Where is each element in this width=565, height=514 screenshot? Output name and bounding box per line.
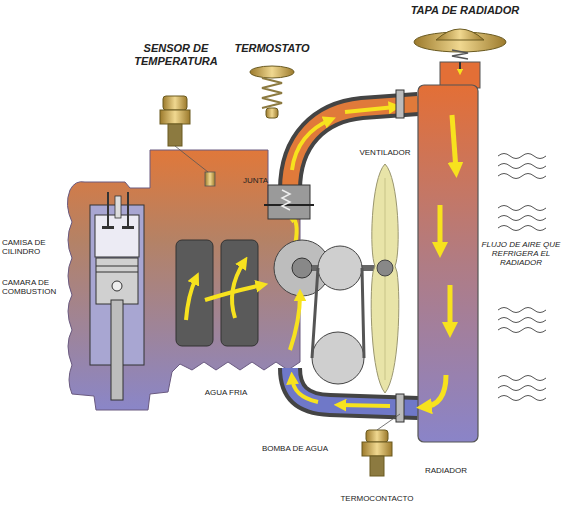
fan-blade: [371, 164, 399, 393]
part-label: CAMISA DE CILINDRO: [2, 238, 62, 256]
fan-shape: [355, 148, 415, 403]
piston-ring: [96, 272, 138, 273]
flow-arrow: [186, 278, 196, 320]
pump-hub: [292, 258, 312, 278]
drive-belt: [312, 268, 364, 358]
switch-thread: [370, 456, 384, 476]
part-label: TERMOCONTACTO: [334, 494, 420, 503]
part-label: BOMBA DE AGUA: [255, 444, 335, 453]
part-label: RADIADOR: [416, 466, 476, 475]
air-wave: [498, 308, 546, 333]
sensor-body: [163, 96, 187, 110]
valve-head: [122, 226, 134, 229]
air-wave: [498, 376, 546, 401]
radiator-neck: [440, 62, 480, 88]
pulley: [312, 332, 364, 384]
hose-clamp: [396, 90, 404, 118]
fan-hub: [377, 260, 393, 276]
thermostat-housing: [268, 185, 310, 219]
switch-body: [366, 430, 388, 442]
flow-arrow: [205, 285, 262, 300]
part-title: TAPA DE RADIADOR: [400, 4, 530, 17]
switch-leader: [377, 414, 400, 430]
part-title: TERMOSTATO: [227, 42, 317, 55]
air-wave: [498, 206, 546, 231]
engine-block: [67, 150, 300, 410]
thermostat-flange: [250, 66, 294, 78]
thermostat-coil: [262, 78, 282, 108]
note-label: FLUJO DE AIRE QUE REFRIGERA EL RADIADOR: [478, 240, 564, 268]
valve-head: [102, 226, 114, 229]
part-label: CAMARA DE COMBUSTION: [2, 278, 64, 296]
air-flow-waves: [498, 154, 546, 401]
flow-arrow: [292, 120, 330, 170]
valve: [107, 192, 109, 228]
water-passage: [176, 240, 213, 346]
radiator-cap-top: [436, 29, 484, 40]
cap-spring: [452, 50, 468, 59]
air-wave: [498, 154, 546, 179]
flow-arrow: [438, 205, 443, 250]
fan-blade-edge: [385, 178, 386, 380]
valve: [127, 192, 129, 228]
wrist-pin: [112, 281, 122, 291]
thermostat-spring: [282, 190, 290, 210]
flow-arrow: [424, 375, 446, 407]
cap-arrow: [459, 62, 461, 72]
flow-arrow: [340, 405, 390, 406]
piston: [96, 258, 138, 304]
flow-arrow: [345, 107, 395, 112]
flow-arrow: [452, 115, 456, 170]
switch-hex: [362, 442, 392, 456]
hose-clamp: [396, 394, 404, 422]
fan-node: VENTILADOR: [355, 148, 415, 403]
sensor-thread: [168, 124, 182, 146]
gasket: [264, 204, 314, 206]
piston-ring: [96, 266, 138, 267]
flow-arrow: [290, 295, 300, 350]
pulley: [318, 246, 362, 290]
spark-plug: [115, 196, 121, 218]
part-label: AGUA FRIA: [196, 388, 256, 397]
radiator-core: [418, 85, 478, 442]
connecting-rod: [111, 300, 123, 400]
sensor-leader: [175, 146, 208, 172]
part-label: JUNTA: [243, 176, 283, 185]
combustion-chamber: [95, 215, 139, 257]
flow-arrow: [292, 378, 318, 402]
sensor-hex: [160, 110, 190, 124]
flow-arrow: [448, 285, 453, 330]
node-label: VENTILADOR: [355, 148, 415, 157]
block-sensor: [205, 172, 215, 186]
part-title: SENSOR DE TEMPERATURA: [133, 42, 219, 67]
thermostat-bulb: [266, 108, 278, 118]
